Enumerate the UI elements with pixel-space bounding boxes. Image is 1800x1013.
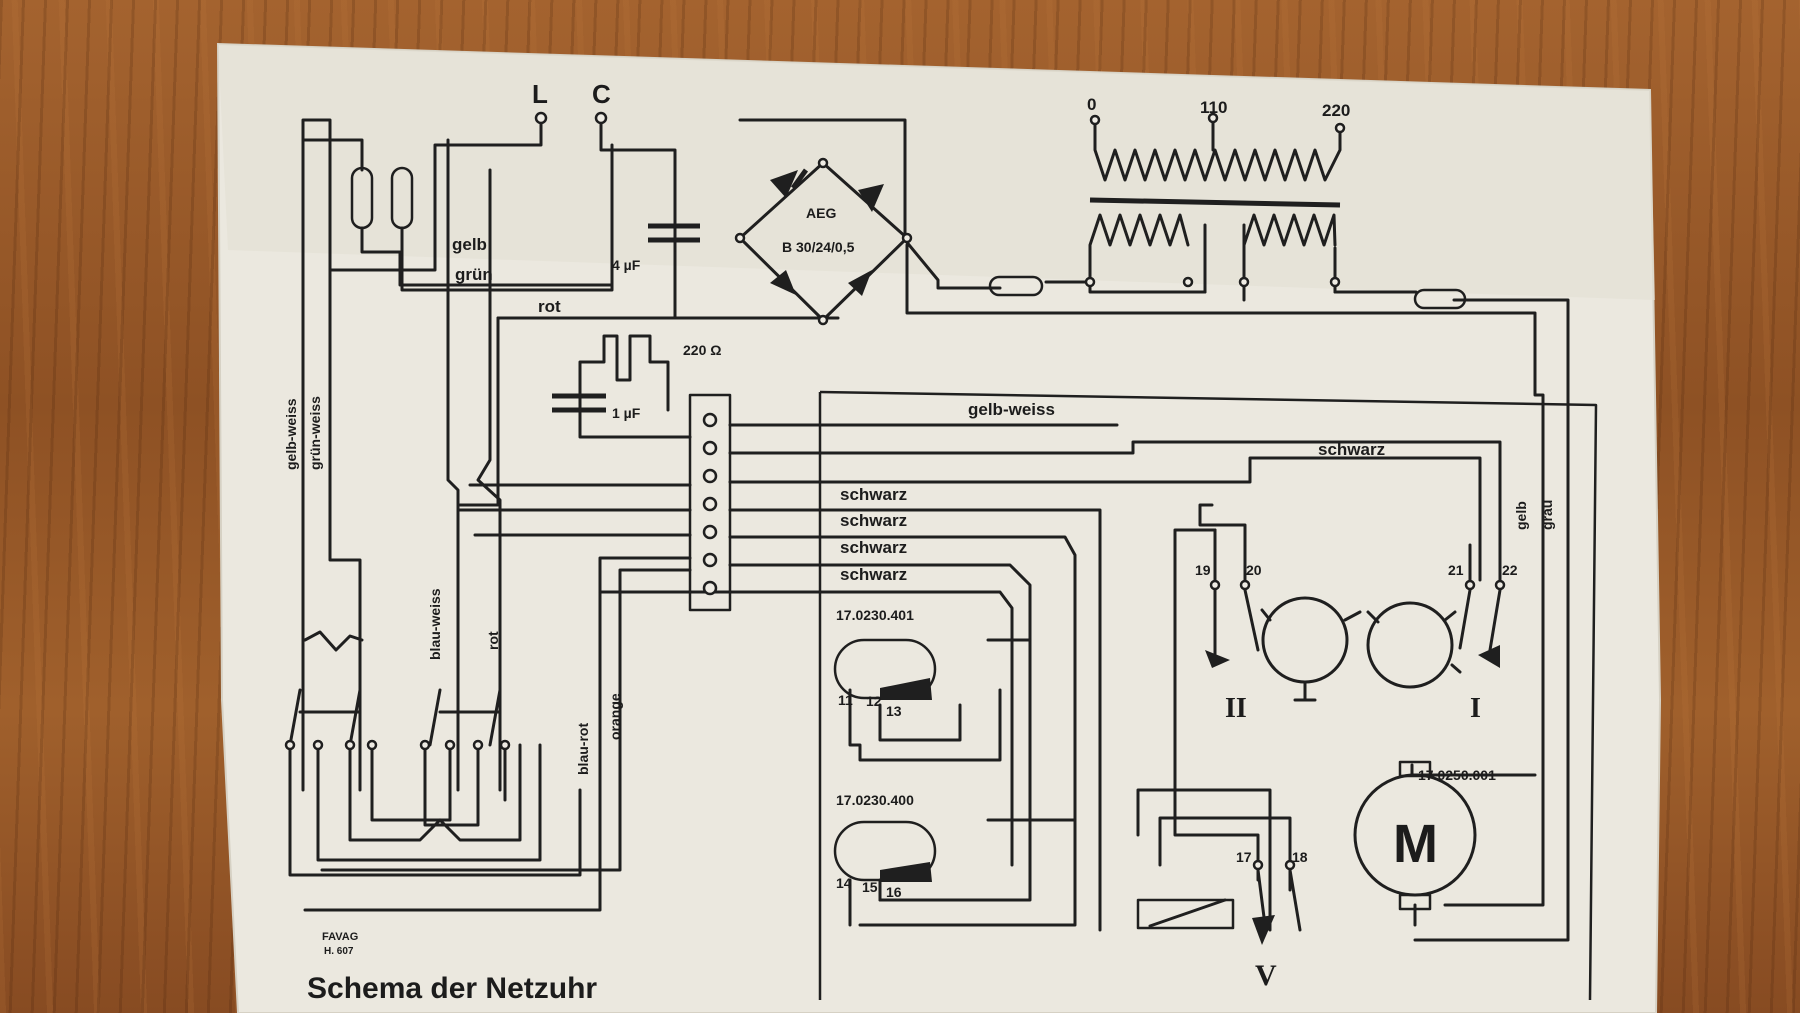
roman-II: II	[1225, 693, 1247, 724]
regulator	[1136, 898, 1235, 930]
cams	[1260, 596, 1462, 702]
wire-gruen-weiss-side-label: grün-weiss	[307, 396, 323, 470]
contact-18: 18	[1292, 849, 1308, 865]
contact-14: 14	[836, 875, 852, 891]
labels: L C 0 110 220 AEG B 30/24/0,5 4 µF 1 µF …	[283, 79, 1555, 1005]
terminal-block	[688, 393, 732, 612]
contact-22: 22	[1502, 562, 1518, 578]
relay-400-label: 17.0230.400	[836, 792, 914, 808]
resistor-220-label: 220 Ω	[683, 342, 721, 358]
roman-V: V	[1255, 959, 1277, 992]
contact-springs	[1205, 588, 1502, 945]
motor-number-label: 17.0250.001	[1418, 767, 1496, 783]
terminals	[284, 111, 1506, 871]
wire-schwarz-1-label: schwarz	[840, 485, 907, 504]
wire-blau-weiss-label: blau-weiss	[427, 588, 443, 660]
contact-20: 20	[1246, 562, 1262, 578]
wire-schwarz-2-label: schwarz	[840, 511, 907, 530]
wire-schwarz-4-label: schwarz	[840, 565, 907, 584]
wire-gruen-label: grün	[455, 265, 493, 284]
contact-17: 17	[1236, 849, 1252, 865]
paper-shade	[218, 44, 1655, 300]
tap-0-label: 0	[1087, 95, 1096, 114]
rectifier-brand: AEG	[806, 205, 836, 221]
transformer	[1088, 116, 1342, 284]
wire-gelb-weiss-side-label: gelb-weiss	[283, 398, 299, 470]
wire-gelb-label: gelb	[452, 235, 487, 254]
wire-blau-rot-label: blau-rot	[575, 723, 591, 775]
roman-I: I	[1470, 693, 1481, 724]
relays	[833, 638, 937, 882]
wire-gelb-right-label: gelb	[1513, 501, 1529, 530]
maker-line-1: FAVAG	[322, 931, 358, 943]
terminal-l-label: L	[532, 79, 548, 109]
fuses	[350, 166, 1467, 310]
contact-19: 19	[1195, 562, 1211, 578]
capacitor-4-label: 4 µF	[612, 257, 641, 273]
wiring	[288, 116, 1598, 1001]
wire-rot-label: rot	[538, 297, 561, 316]
contact-21: 21	[1448, 562, 1464, 578]
contact-15: 15	[862, 879, 878, 895]
wire-schwarz-3-label: schwarz	[840, 538, 907, 557]
rectifier-type: B 30/24/0,5	[782, 239, 855, 255]
contact-13: 13	[886, 703, 902, 719]
diagram-title: Schema der Netzuhr	[307, 972, 597, 1005]
capacitor-1-label: 1 µF	[612, 405, 641, 421]
motor-symbol	[1353, 760, 1477, 911]
relay-401-label: 17.0230.401	[836, 607, 914, 623]
contact-11: 11	[838, 692, 853, 708]
wire-rot-side-label: rot	[485, 631, 501, 650]
motor-symbol-label: M	[1393, 814, 1438, 874]
wire-grau-right-label: grau	[1539, 500, 1555, 530]
tap-220-label: 220	[1322, 101, 1350, 120]
wire-gelb-weiss-label: gelb-weiss	[968, 400, 1055, 419]
contact-16: 16	[886, 884, 902, 900]
contact-12: 12	[866, 693, 882, 709]
maker-line-2: H. 607	[324, 946, 354, 957]
tap-110-label: 110	[1200, 98, 1227, 117]
terminal-c-label: C	[592, 79, 611, 109]
wire-orange-label: orange	[607, 693, 623, 740]
wire-schwarz-right-label: schwarz	[1318, 440, 1385, 459]
diodes	[770, 168, 884, 296]
